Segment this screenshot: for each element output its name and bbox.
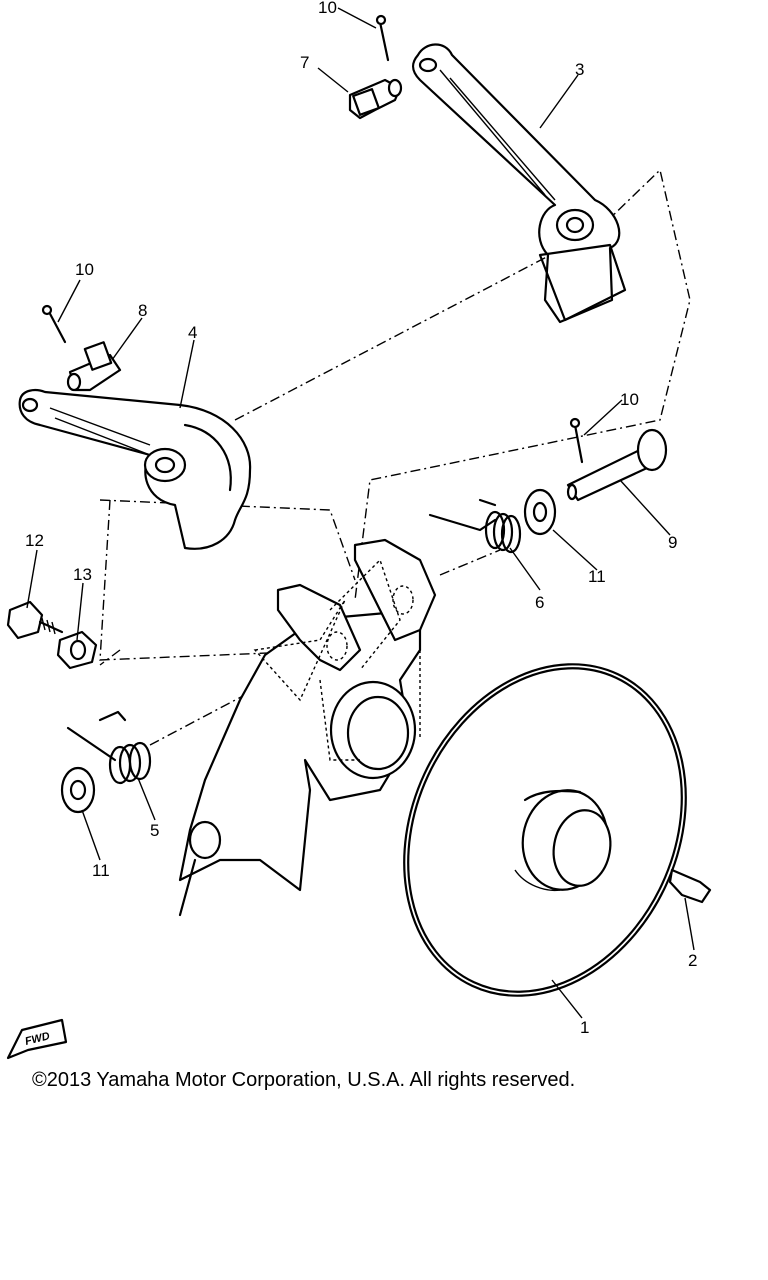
callout-11-right: 11 [588, 567, 606, 586]
part-11-washers [60, 488, 557, 814]
callout-4: 4 [188, 323, 197, 342]
callout-10-top: 10 [318, 0, 337, 17]
part-9-pin [566, 428, 668, 502]
part-2-key [668, 868, 712, 904]
callout-11-left: 11 [92, 861, 110, 880]
fwd-label: FWD [24, 1030, 51, 1048]
callout-labels: 10 7 3 10 8 4 10 9 11 6 12 13 5 11 2 1 [25, 0, 697, 1037]
part-5-spring [66, 710, 152, 785]
callout-10-right: 10 [620, 390, 639, 409]
part-12-bolt [6, 600, 64, 640]
part-13-nut [56, 630, 98, 670]
callout-6: 6 [535, 593, 544, 612]
part-4-lever-arm [18, 389, 252, 550]
leader-lines [26, 7, 695, 1019]
callout-3: 3 [575, 60, 584, 79]
callout-12: 12 [25, 531, 44, 550]
part-8-pin [66, 341, 122, 392]
callout-5: 5 [150, 821, 159, 840]
copyright-notice: ©2013 Yamaha Motor Corporation, U.S.A. A… [32, 1069, 576, 1091]
part-1-disc [403, 663, 687, 997]
part-3-lever-arm [411, 43, 627, 324]
callout-8: 8 [138, 301, 147, 320]
part-6-spring [428, 498, 522, 554]
bracket-housing [178, 538, 437, 917]
part-7-pin [348, 78, 403, 120]
part-10-cotter-pins [41, 14, 584, 464]
callout-1: 1 [580, 1018, 589, 1037]
parts-diagram: 10 7 3 10 8 4 10 9 11 6 12 13 5 11 2 1 F… [6, 0, 712, 1060]
fwd-direction-marker: FWD [6, 1018, 68, 1060]
callout-7: 7 [300, 53, 309, 72]
callout-10-left: 10 [75, 260, 94, 279]
callout-2: 2 [688, 951, 697, 970]
callout-13: 13 [73, 565, 92, 584]
callout-9: 9 [668, 533, 677, 552]
